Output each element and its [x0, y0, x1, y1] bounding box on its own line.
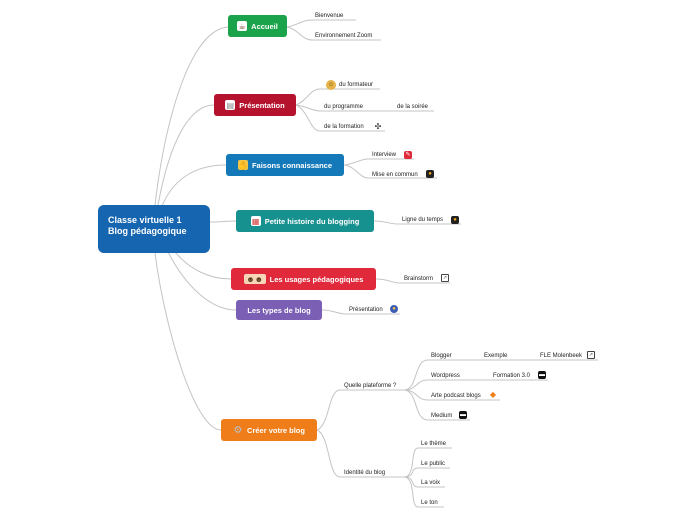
- branch-accueil-label: Accueil: [251, 21, 278, 31]
- leaf-blogger[interactable]: Blogger: [431, 353, 452, 359]
- node-identite-du-blog[interactable]: Identité du blog: [344, 470, 386, 476]
- handshake-icon: ✋: [237, 160, 248, 170]
- external-link-icon[interactable]: ↗: [441, 274, 449, 282]
- globe-app-icon[interactable]: ●: [390, 305, 398, 313]
- wordpress-app-icon[interactable]: ▬: [538, 371, 546, 379]
- leaf-mise-en-commun[interactable]: Mise en commun: [372, 172, 418, 178]
- leaf-exemple[interactable]: Exemple: [484, 353, 508, 359]
- leaf-interview[interactable]: Interview: [372, 152, 397, 158]
- branch-types-de-blog[interactable]: Les types de blog: [236, 300, 322, 320]
- leaf-fle-molenbeek[interactable]: FLE Molenbeek: [540, 353, 583, 359]
- leaf-le-theme[interactable]: Le thème: [421, 441, 447, 447]
- node-quelle-plateforme[interactable]: Quelle plateforme ?: [344, 383, 397, 389]
- formateur-avatar-icon: ☺: [326, 80, 336, 90]
- document-icon: ▤: [225, 100, 236, 110]
- leaf-de-la-soiree[interactable]: de la soirée: [397, 104, 429, 110]
- branch-usages-pedagogiques[interactable]: ☻☻ Les usages pédagogiques: [231, 268, 376, 290]
- branch-creer-label: Créer votre blog: [247, 425, 305, 435]
- branch-faisons-label: Faisons connaissance: [251, 160, 333, 170]
- leaf-de-la-formation[interactable]: de la formation: [324, 124, 364, 130]
- calendar-icon: ▦: [250, 216, 261, 226]
- leaf-medium[interactable]: Medium: [431, 413, 453, 419]
- leaf-brainstorm[interactable]: Brainstorm: [404, 276, 434, 282]
- branch-petite-histoire[interactable]: ▦ Petite histoire du blogging: [236, 210, 374, 232]
- leaf-du-programme[interactable]: du programme: [324, 104, 364, 110]
- leaf-bienvenue[interactable]: Bienvenue: [315, 13, 344, 19]
- external-link-icon[interactable]: ↗: [587, 351, 595, 359]
- branch-histoire-label: Petite histoire du blogging: [264, 216, 360, 226]
- gear-icon: ⚙: [233, 424, 243, 436]
- arte-podcast-icon[interactable]: ◆: [489, 390, 497, 399]
- leaf-types-presentation[interactable]: Présentation: [349, 307, 383, 313]
- root-title-line1: Classe virtuelle 1: [108, 215, 182, 225]
- leaf-la-voix[interactable]: La voix: [421, 480, 441, 486]
- branch-usages-label: Les usages pédagogiques: [269, 274, 364, 284]
- leaf-le-ton[interactable]: Le ton: [421, 500, 438, 506]
- leaf-wordpress[interactable]: Wordpress: [431, 373, 460, 379]
- branch-accueil[interactable]: ☕ Accueil: [228, 15, 287, 37]
- leaf-ligne-du-temps[interactable]: Ligne du temps: [402, 217, 444, 223]
- leaf-arte-podcast-blogs[interactable]: Arte podcast blogs: [431, 393, 481, 399]
- branch-presentation[interactable]: ▤ Présentation: [214, 94, 296, 116]
- leaf-environnement-zoom[interactable]: Environnement Zoom: [315, 33, 373, 39]
- commun-app-icon[interactable]: ●: [426, 170, 434, 178]
- branch-creer-votre-blog[interactable]: ⚙ Créer votre blog: [221, 419, 317, 441]
- medium-app-icon[interactable]: ▬: [459, 411, 467, 419]
- leaf-du-formateur[interactable]: du formateur: [339, 82, 374, 88]
- leaf-formation-3-0[interactable]: Formation 3.0: [493, 373, 531, 379]
- interview-app-icon[interactable]: ✎: [404, 151, 412, 159]
- root-title-line2: Blog pédagogique: [108, 226, 187, 236]
- leaf-le-public[interactable]: Le public: [421, 461, 446, 467]
- timeline-app-icon[interactable]: ●: [451, 216, 459, 224]
- branch-types-label: Les types de blog: [247, 305, 311, 315]
- branch-presentation-label: Présentation: [239, 100, 285, 110]
- app-link-icon[interactable]: ✣: [374, 122, 382, 131]
- teachers-icon: ☻☻: [243, 274, 266, 284]
- root-node[interactable]: Classe virtuelle 1 Blog pédagogique: [98, 205, 210, 253]
- branch-faisons-connaissance[interactable]: ✋ Faisons connaissance: [226, 154, 344, 176]
- coffee-icon: ☕: [237, 21, 248, 31]
